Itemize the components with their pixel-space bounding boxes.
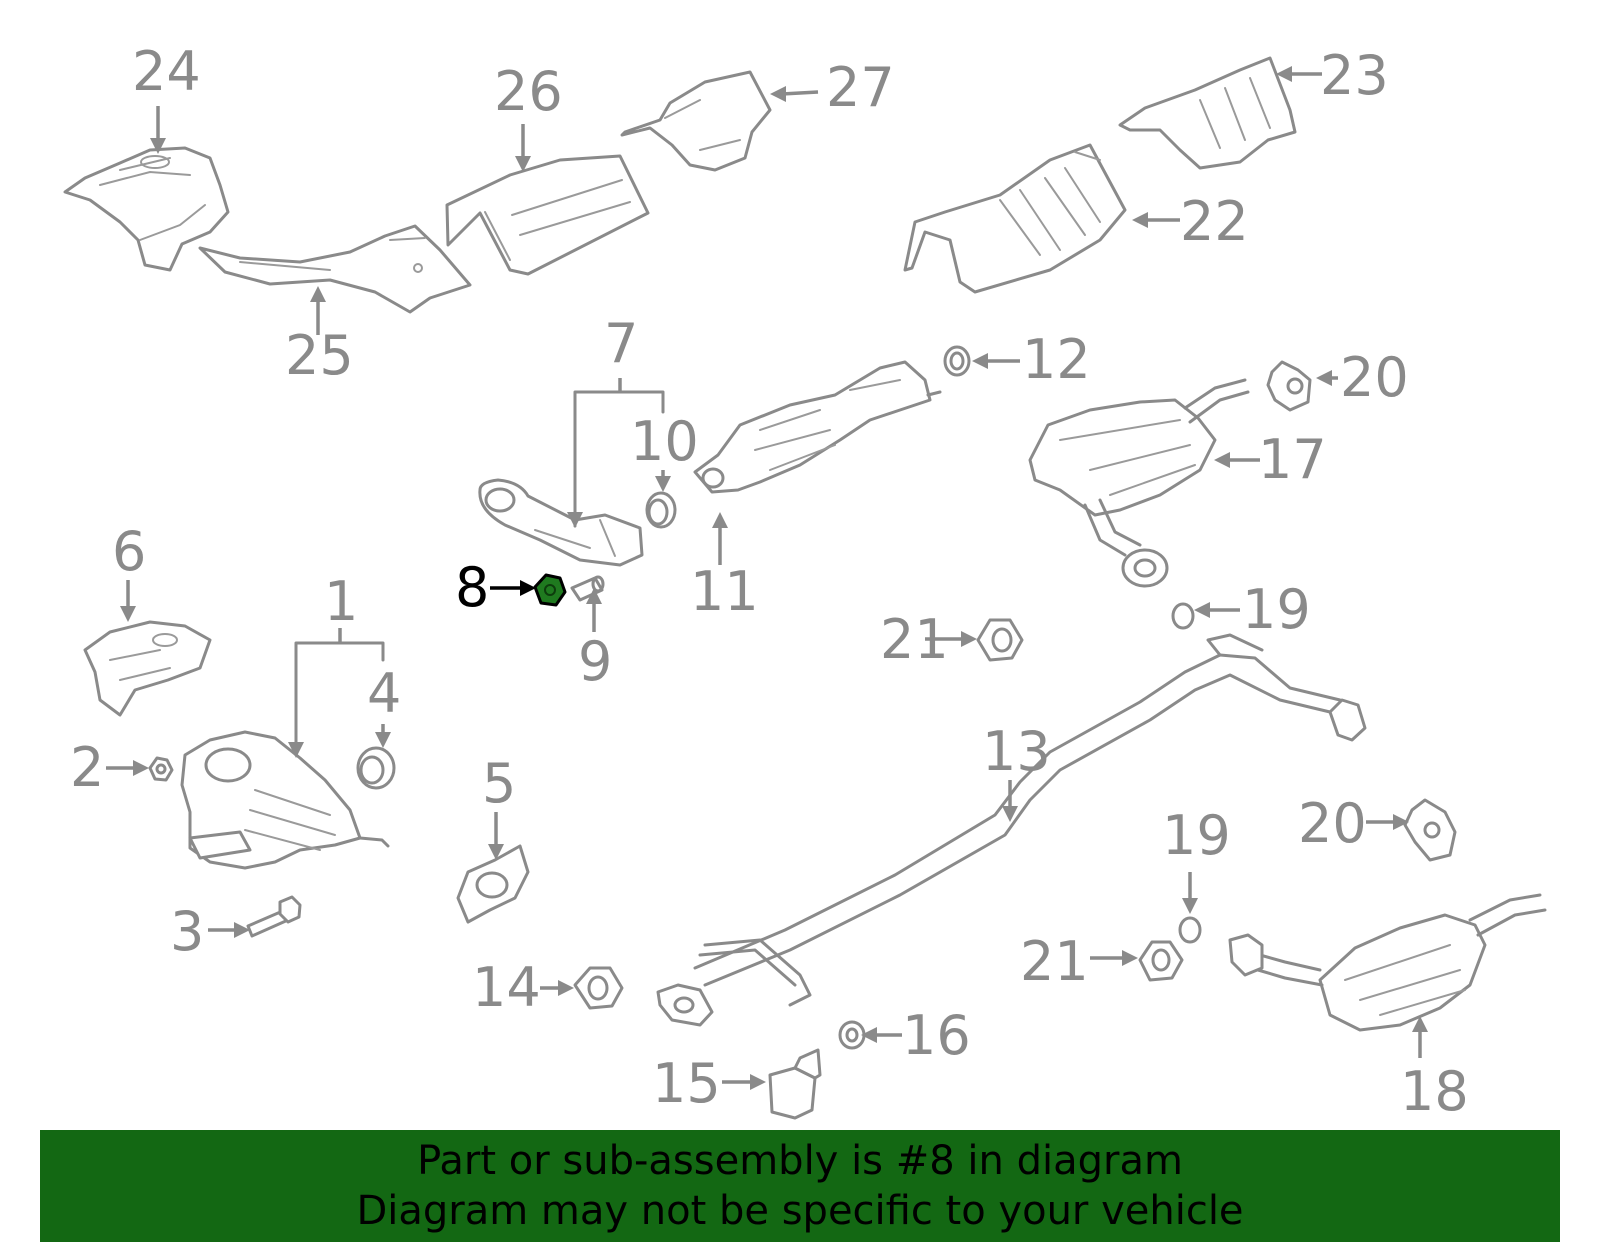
- part-9-stud: [570, 575, 605, 602]
- callout-2: 2: [70, 736, 104, 799]
- part-1-exhaust-manifold: [180, 730, 390, 870]
- part-16-nut: [838, 1020, 866, 1050]
- callout-13: 13: [982, 720, 1051, 783]
- leader-lines: [106, 66, 1428, 1090]
- callout-18: 18: [1400, 1060, 1469, 1123]
- part-15-bracket: [768, 1048, 822, 1120]
- callout-6: 6: [112, 520, 146, 583]
- part-19-gasket-top: [1171, 602, 1195, 630]
- part-22-heat-shield: [903, 143, 1127, 294]
- callout-26: 26: [494, 60, 563, 123]
- part-27-heat-shield: [620, 70, 772, 172]
- callout-labels: 24 26 27 23 22 25 7 10 11 12 20 17 8 9 6…: [70, 40, 1469, 1123]
- part-11-catalytic-converter: [693, 360, 942, 494]
- part-25-heat-shield: [198, 224, 472, 314]
- callout-12: 12: [1022, 328, 1091, 391]
- part-19-gasket-bottom: [1178, 916, 1202, 944]
- banner-line-disclaimer: Diagram may not be specific to your vehi…: [356, 1188, 1244, 1234]
- callout-7: 7: [604, 312, 638, 375]
- part-13-center-pipe: [656, 633, 1367, 1027]
- callout-20-top: 20: [1340, 346, 1409, 409]
- callout-14: 14: [472, 956, 541, 1019]
- part-23-heat-shield: [1118, 56, 1297, 170]
- part-17-muffler: [1028, 378, 1250, 588]
- callout-19-bottom: 19: [1162, 804, 1231, 867]
- callout-4: 4: [367, 662, 401, 725]
- callout-17: 17: [1258, 428, 1327, 491]
- part-20-hanger-top: [1266, 360, 1312, 412]
- callout-21-top: 21: [880, 608, 949, 671]
- callout-22: 22: [1180, 190, 1249, 253]
- part-10-gasket: [645, 491, 677, 529]
- part-24-heat-shield: [63, 146, 230, 272]
- callout-1: 1: [324, 570, 358, 633]
- callout-24: 24: [132, 40, 201, 103]
- callout-20-bottom: 20: [1298, 792, 1367, 855]
- callout-21-bottom: 21: [1020, 930, 1089, 993]
- part-12-gasket: [943, 345, 971, 377]
- part-18-rear-muffler: [1228, 893, 1547, 1032]
- part-7-front-pipe: [478, 478, 644, 567]
- callout-23: 23: [1320, 44, 1389, 107]
- callout-5: 5: [482, 752, 516, 815]
- callout-3: 3: [170, 900, 204, 963]
- part-20-hanger-bottom: [1403, 798, 1457, 862]
- exhaust-system-diagram: 24 26 27 23 22 25 7 10 11 12 20 17 8 9 6…: [63, 40, 1547, 1123]
- part-4-gasket: [356, 746, 396, 790]
- callout-9: 9: [578, 630, 612, 693]
- part-21-hanger-bottom: [1138, 940, 1184, 982]
- part-14-hanger: [573, 966, 624, 1010]
- callout-19-top: 19: [1242, 578, 1311, 641]
- callout-25: 25: [285, 324, 354, 387]
- part-26-heat-shield: [445, 154, 650, 276]
- callout-15: 15: [652, 1052, 721, 1115]
- callout-16: 16: [902, 1004, 971, 1067]
- part-2-nut: [148, 756, 174, 782]
- part-5-gasket: [456, 844, 530, 924]
- part-8-nut-highlighted: [533, 573, 567, 607]
- part-6-heat-shield: [83, 620, 212, 717]
- part-21-hanger-top: [976, 618, 1024, 662]
- callout-10: 10: [630, 410, 699, 473]
- info-banner: Part or sub-assembly is #8 in diagram Di…: [40, 1130, 1560, 1242]
- callout-8-highlighted: 8: [455, 556, 489, 619]
- callout-27: 27: [826, 56, 895, 119]
- part-3-bolt: [246, 895, 302, 938]
- banner-line-part: Part or sub-assembly is #8 in diagram: [417, 1138, 1183, 1184]
- callout-11: 11: [690, 560, 759, 623]
